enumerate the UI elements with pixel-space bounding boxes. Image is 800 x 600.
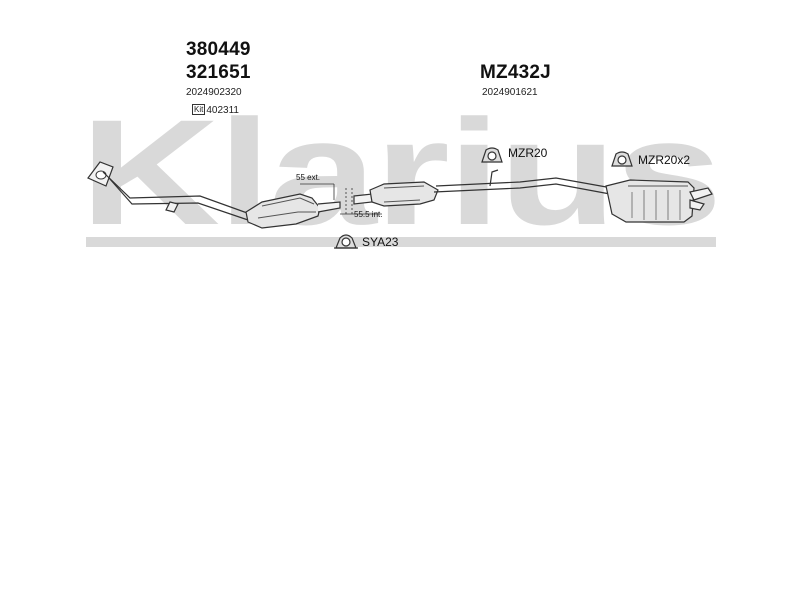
front-catalytic-converter bbox=[245, 193, 341, 229]
front-oe-number: 2024902320 bbox=[186, 87, 242, 98]
dimension-external: 55 ext. bbox=[296, 173, 321, 182]
rear-silencer bbox=[605, 179, 713, 223]
watermark-underline bbox=[86, 237, 716, 247]
hanger-mzr20-label: MZR20 bbox=[508, 146, 548, 160]
dimension-internal: 55.5 int. bbox=[354, 210, 383, 219]
front-part-number-1: 380449 bbox=[186, 39, 251, 60]
joint-dimension-marks bbox=[300, 183, 382, 215]
rear-part-number: MZ432J bbox=[480, 62, 551, 83]
clamp-sya23-label: SYA23 bbox=[362, 235, 399, 249]
hanger-mzr20x2-label: MZR20x2 bbox=[638, 153, 691, 167]
front-part-number-2: 321651 bbox=[186, 62, 251, 83]
middle-catalytic-converter bbox=[353, 181, 439, 207]
hanger-mzr20-icon bbox=[481, 147, 503, 163]
hanger-mzr20x2-icon bbox=[611, 151, 633, 167]
rear-oe-number: 2024901621 bbox=[482, 87, 538, 98]
kit-tag: Kit bbox=[192, 104, 206, 115]
kit-number: 402311 bbox=[206, 105, 239, 116]
clamp-sya23-icon bbox=[334, 234, 358, 249]
front-pipe bbox=[102, 171, 251, 221]
intermediate-pipe bbox=[433, 169, 613, 195]
watermark-logo: Klarius bbox=[80, 88, 720, 256]
